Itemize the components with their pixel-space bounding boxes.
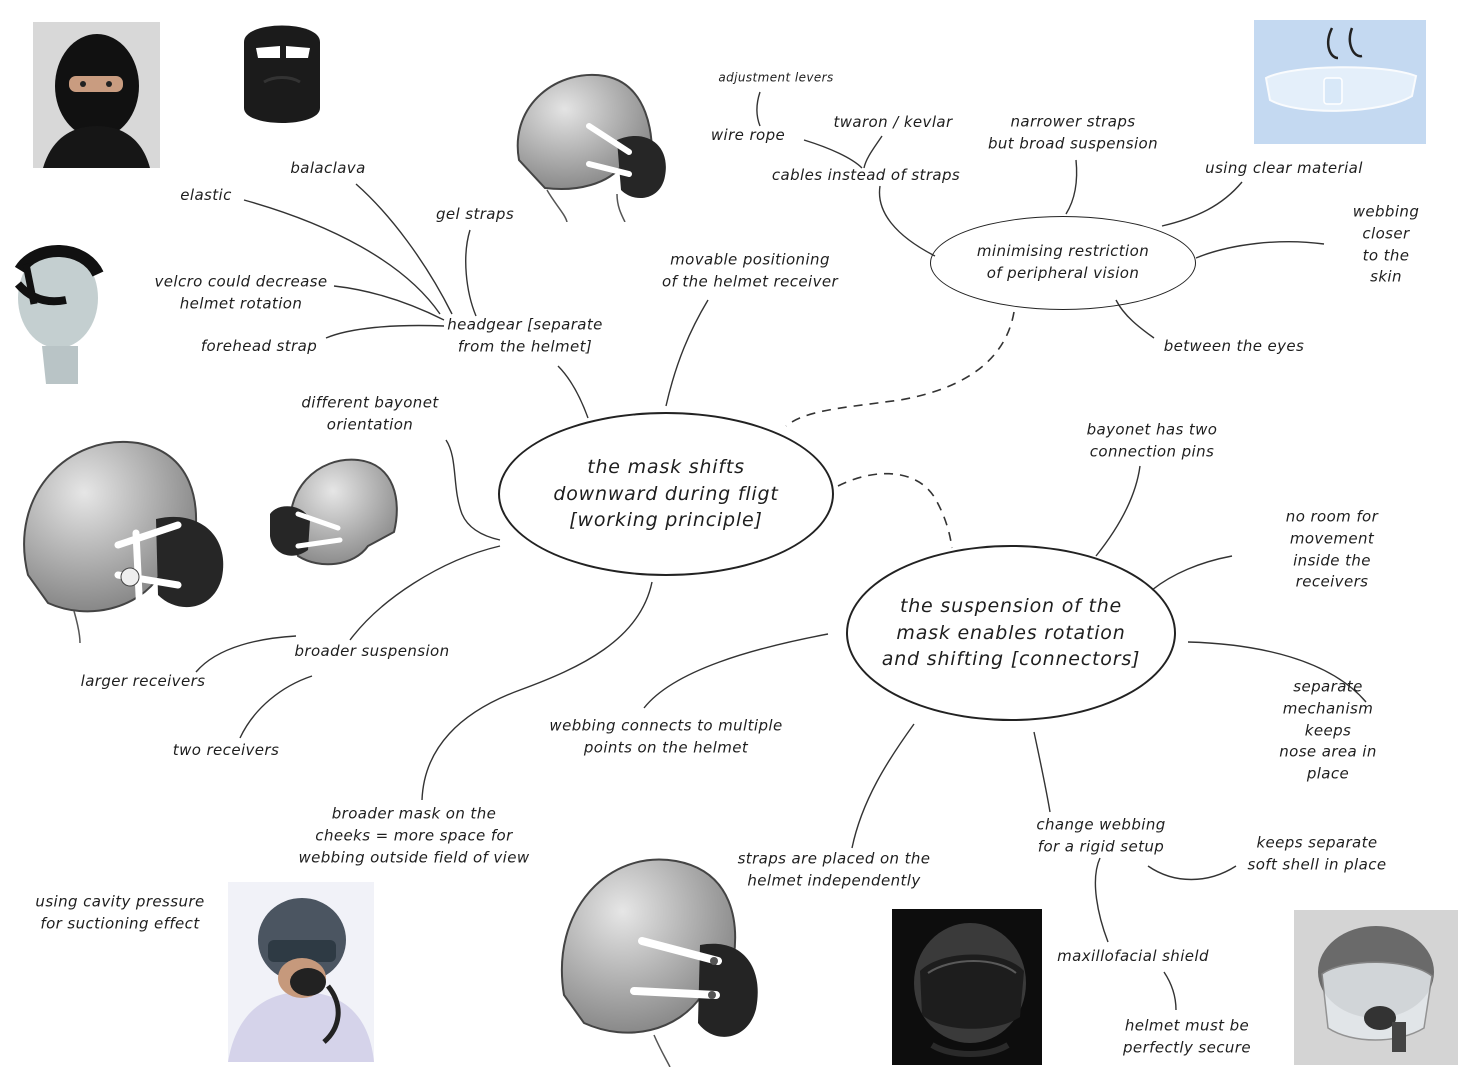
label-narrower-straps: narrower straps but broad suspension	[987, 112, 1159, 152]
link-closer-vision	[1195, 240, 1325, 259]
balaclava-photo	[33, 22, 160, 168]
label-webbing-closer: webbing closer to the skin	[1352, 202, 1420, 286]
label-broader-suspension: broader suspension	[294, 642, 450, 661]
label-balaclava: balaclava	[290, 159, 366, 178]
label-straps-independently: straps are placed on the helmet independ…	[737, 849, 931, 889]
label-cables-instead: cables instead of straps	[771, 166, 961, 185]
label-maxillofacial: maxillofacial shield	[1057, 947, 1209, 966]
link-rope-cables	[803, 139, 863, 169]
label-helmet-secure: helmet must be perfectly secure	[1123, 1016, 1251, 1056]
label-headgear: headgear [separate from the helmet]	[447, 315, 603, 355]
label-gel-straps: gel straps	[435, 205, 515, 224]
headgear-mannequin-photo	[6, 234, 104, 384]
helmet-sketch-left-large	[8, 425, 230, 643]
pilot-helmet-photo	[1294, 910, 1458, 1065]
link-eyes-vision	[1115, 299, 1155, 339]
label-between-eyes: between the eyes	[1163, 337, 1305, 356]
clear-visor-photo	[1254, 20, 1426, 144]
label-adjustment-levers: adjustment levers	[718, 70, 834, 85]
link-forehead-headgear	[325, 324, 445, 339]
link-broader-larger	[195, 635, 297, 673]
link-change-keeps	[1147, 865, 1237, 881]
link-bayonet-center	[445, 439, 501, 541]
link-cables-vision	[878, 185, 936, 257]
hub-peripheral-vision: minimising restriction of peripheral vis…	[930, 216, 1196, 310]
label-change-webbing: change webbing for a rigid setup	[1036, 815, 1166, 855]
dark-helmet-photo	[892, 909, 1042, 1065]
label-broader-mask: broader mask on the cheeks = more space …	[298, 804, 530, 866]
link-narrower-vision	[1065, 159, 1078, 215]
link-webbing-suspension	[643, 633, 829, 709]
link-elastic-headgear	[243, 199, 441, 315]
label-bayonet-pins: bayonet has two connection pins	[1086, 420, 1218, 460]
hub-working-principle: the mask shifts downward during fligt [w…	[498, 412, 834, 576]
label-forehead-strap: forehead strap	[200, 337, 318, 356]
link-movable-center	[665, 299, 709, 407]
label-velcro: velcro could decrease helmet rotation	[154, 272, 328, 312]
label-two-receivers: two receivers	[172, 741, 280, 760]
neoprene-mask-photo	[234, 12, 330, 134]
link-kevlar-cables	[863, 135, 883, 169]
link-suspension-change	[1033, 731, 1051, 813]
link-velcro-headgear	[333, 285, 445, 321]
link-room-suspension	[1151, 555, 1233, 591]
label-separate-mechanism: separate mechanism keeps nose area in pl…	[1279, 677, 1377, 783]
link-levers-rope	[756, 91, 761, 127]
link-center-broader	[349, 545, 501, 641]
label-wire-rope: wire rope	[710, 126, 786, 145]
link-gel-headgear	[465, 229, 477, 317]
label-cavity-pressure: using cavity pressure for suctioning eff…	[35, 892, 205, 932]
link-headgear-center	[557, 365, 589, 419]
helmet-sketch-left-small	[268, 450, 404, 578]
label-larger-receivers: larger receivers	[80, 672, 206, 691]
pilot-photo	[228, 882, 374, 1062]
helmet-sketch-bottom	[550, 845, 764, 1067]
link-clear-vision	[1161, 181, 1243, 227]
label-elastic: elastic	[180, 186, 232, 205]
link-maxillo-secure	[1163, 971, 1177, 1011]
label-bayonet-orientation: different bayonet orientation	[301, 393, 439, 433]
link-center-broadermask	[421, 581, 653, 801]
label-twaron-kevlar: twaron / kevlar	[833, 113, 953, 132]
link-center-suspension	[837, 472, 953, 549]
link-pins-suspension	[1095, 465, 1141, 557]
link-suspension-straps	[851, 723, 915, 849]
link-broader-two	[239, 675, 313, 739]
label-movable-positioning: movable positioning of the helmet receiv…	[661, 250, 839, 290]
link-change-maxillo	[1094, 857, 1109, 943]
label-keeps-shell: keeps separate soft shell in place	[1247, 833, 1387, 873]
hub-suspension-connectors: the suspension of the mask enables rotat…	[846, 545, 1176, 721]
link-suspension-separate	[1187, 641, 1367, 703]
link-vision-center	[785, 311, 1015, 427]
label-webbing-multiple: webbing connects to multiple points on t…	[549, 716, 783, 756]
helmet-sketch-top	[505, 64, 675, 222]
label-no-room: no room for movement inside the receiver…	[1285, 507, 1379, 591]
link-balaclava-headgear	[355, 183, 453, 315]
label-clear-material: using clear material	[1205, 159, 1363, 178]
